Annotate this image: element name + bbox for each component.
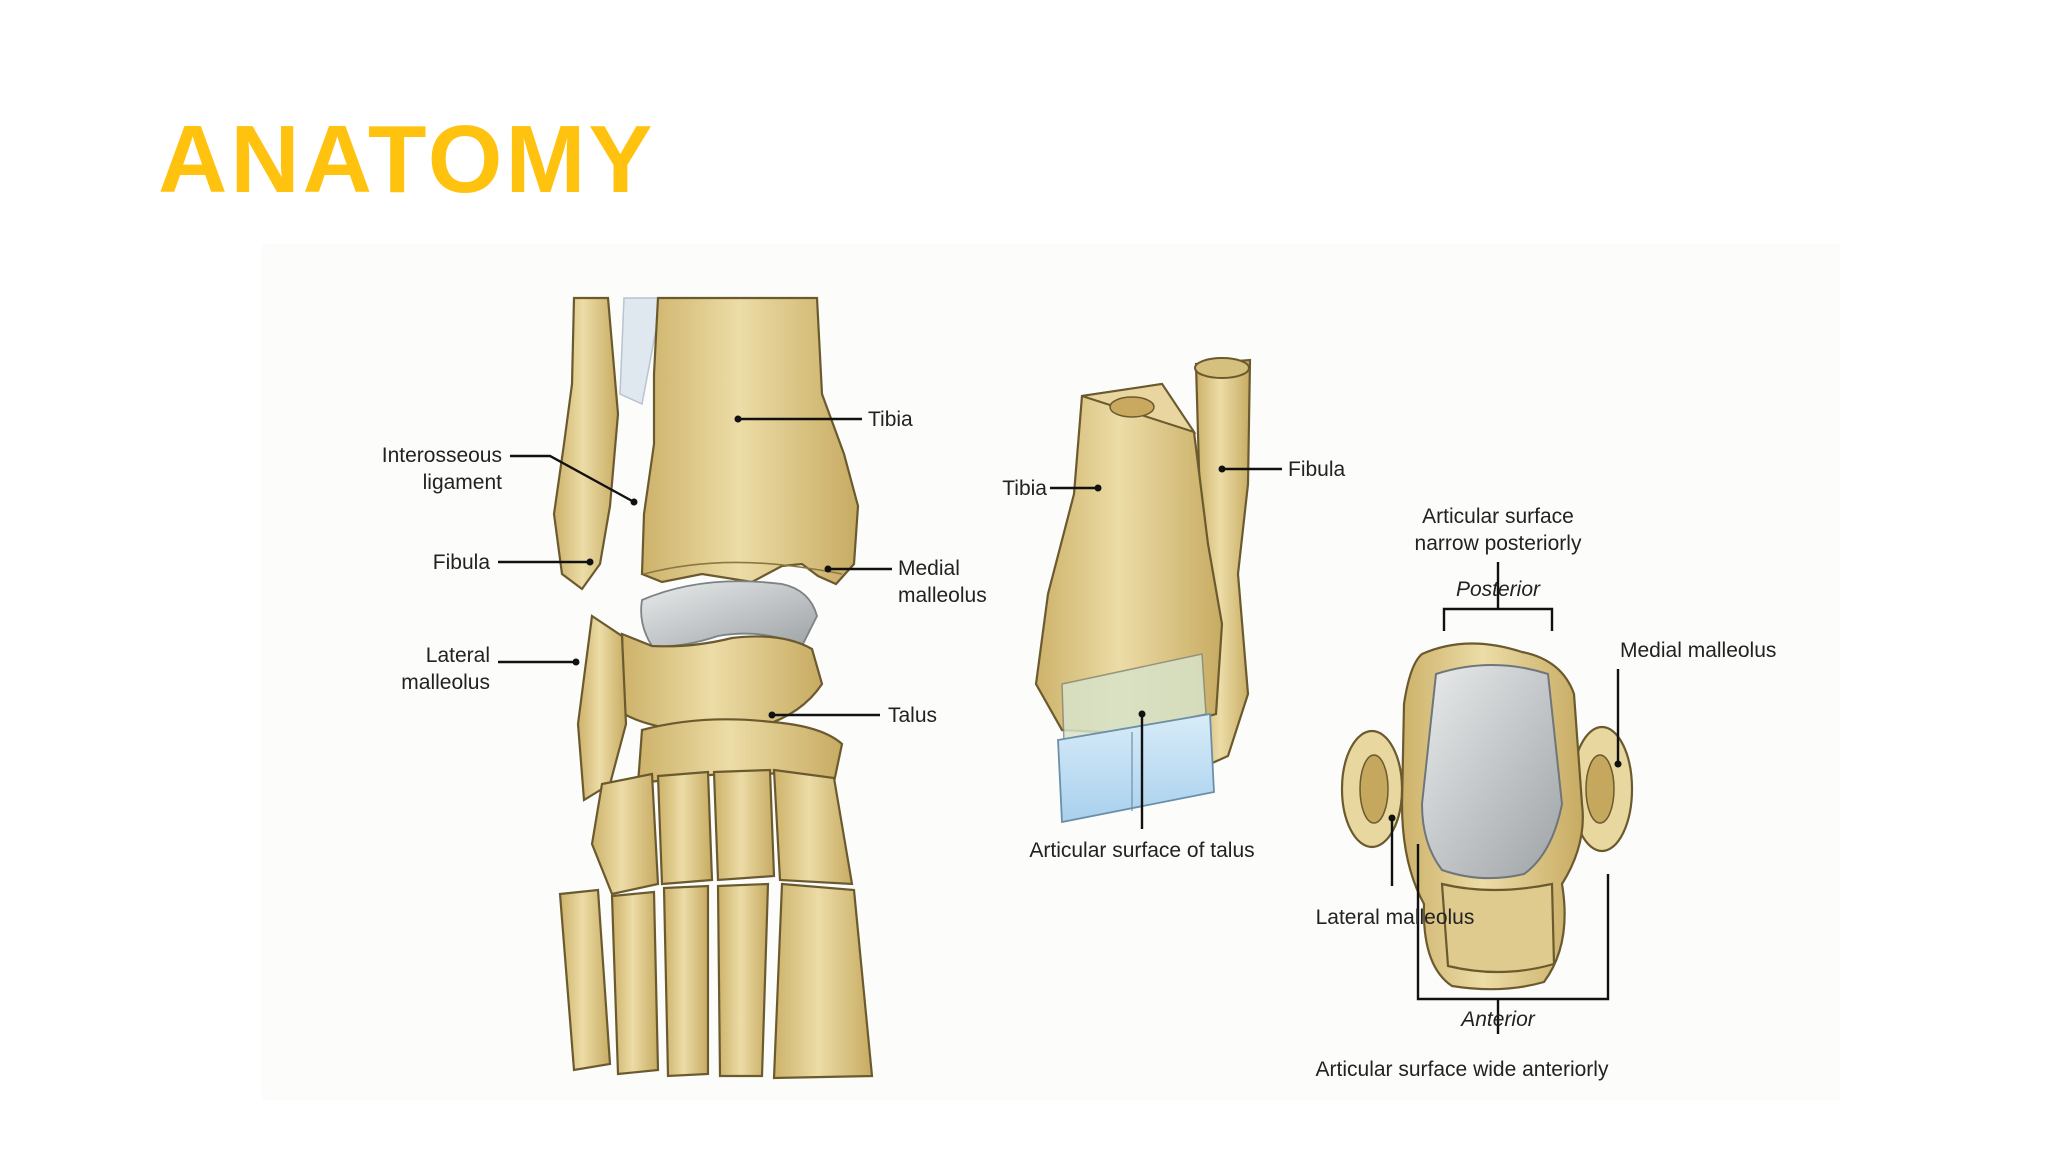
posterior-width-bracket xyxy=(1442,607,1554,631)
metatarsal-5-shape xyxy=(558,888,612,1072)
label-interosseous-line1: Interosseous xyxy=(382,444,502,467)
label-tibia-left: Tibia xyxy=(868,408,913,431)
label-interosseous-line2: ligament xyxy=(423,471,503,494)
talar-dome-cartilage xyxy=(640,580,818,648)
leader-dot-tibia-middle xyxy=(1094,484,1102,492)
label-medial-malleolus-right: Medial malleolus xyxy=(1620,639,1776,662)
label-talus: Talus xyxy=(888,704,937,727)
leader-dot-fibula xyxy=(586,558,594,566)
ankle-anatomy-illustration: Tibia Interosseous ligament Fibula Later… xyxy=(382,296,1777,1081)
leader-dot-lateral-malleolus-right xyxy=(1388,814,1396,822)
metatarsal-3-shape xyxy=(662,884,710,1078)
label-medial-malleolus-line1: Medial xyxy=(898,557,960,580)
talus-bone-shape xyxy=(620,632,824,733)
leader-dot-interosseous xyxy=(630,498,638,506)
middle-view-mortise: Tibia Fibula Articular surface of talus xyxy=(1002,357,1346,862)
label-anterior: Anterior xyxy=(1459,1008,1536,1031)
label-lateral-malleolus-line1: Lateral xyxy=(426,644,490,667)
slide-title: ANATOMY xyxy=(158,106,656,213)
tibia-bone-shape xyxy=(640,296,860,586)
left-view-anterior-ankle: Tibia Interosseous ligament Fibula Later… xyxy=(382,296,987,1080)
label-lateral-malleolus-line2: malleolus xyxy=(401,671,490,694)
right-view-superior-talus: Articular surface narrow posteriorly Pos… xyxy=(1316,505,1777,1081)
label-lateral-malleolus-right: Lateral malleolus xyxy=(1316,906,1475,929)
medial-malleolus-marrow xyxy=(1585,754,1615,824)
cuboid-bone-shape xyxy=(590,772,660,896)
fibula-cut-surface xyxy=(1194,357,1250,379)
label-tibia-middle: Tibia xyxy=(1002,477,1047,500)
label-posterior: Posterior xyxy=(1456,578,1541,601)
label-narrow-posteriorly-line2: narrow posteriorly xyxy=(1415,532,1582,555)
metatarsal-2-shape xyxy=(716,882,770,1078)
label-fibula-middle: Fibula xyxy=(1288,458,1346,481)
label-narrow-posteriorly-line1: Articular surface xyxy=(1422,505,1574,528)
cuneiform-medial-shape xyxy=(772,768,854,886)
calcaneus-bone-shape xyxy=(576,614,628,802)
metatarsal-4-shape xyxy=(610,890,660,1076)
trochlear-articular-surface xyxy=(1420,664,1564,880)
leader-dot-tibia xyxy=(734,415,742,423)
interosseous-membrane-shape xyxy=(619,297,663,406)
metatarsal-1-shape xyxy=(772,882,874,1080)
leader-dot-lateral-malleolus xyxy=(572,658,580,666)
leader-dot-fibula-middle xyxy=(1218,465,1226,473)
label-wide-anteriorly: Articular surface wide anteriorly xyxy=(1316,1058,1609,1081)
fibula-bone-shape xyxy=(552,296,620,591)
tibial-plafond-line xyxy=(643,561,843,575)
leader-dot-medial-malleolus-right xyxy=(1614,760,1622,768)
cuneiform-intermediate-shape xyxy=(712,768,776,882)
leader-dot-articular-surface-talus xyxy=(1138,710,1146,718)
lateral-malleolus-marrow xyxy=(1359,754,1389,824)
tibia-marrow-cavity xyxy=(1109,396,1155,418)
articular-surface-box xyxy=(1057,712,1215,824)
label-medial-malleolus-line2: malleolus xyxy=(898,584,987,607)
leader-dot-medial-malleolus xyxy=(824,565,832,573)
anterior-width-bracket xyxy=(1416,844,1610,1001)
leader-dot-talus xyxy=(768,711,776,719)
leader-interosseous xyxy=(510,454,635,504)
label-fibula-left: Fibula xyxy=(433,551,491,574)
cuneiform-lateral-shape xyxy=(656,770,714,886)
label-articular-surface-talus: Articular surface of talus xyxy=(1029,839,1254,862)
ankle-anatomy-figure: Tibia Interosseous ligament Fibula Later… xyxy=(262,244,1840,1100)
talar-head-shape xyxy=(1440,882,1556,974)
